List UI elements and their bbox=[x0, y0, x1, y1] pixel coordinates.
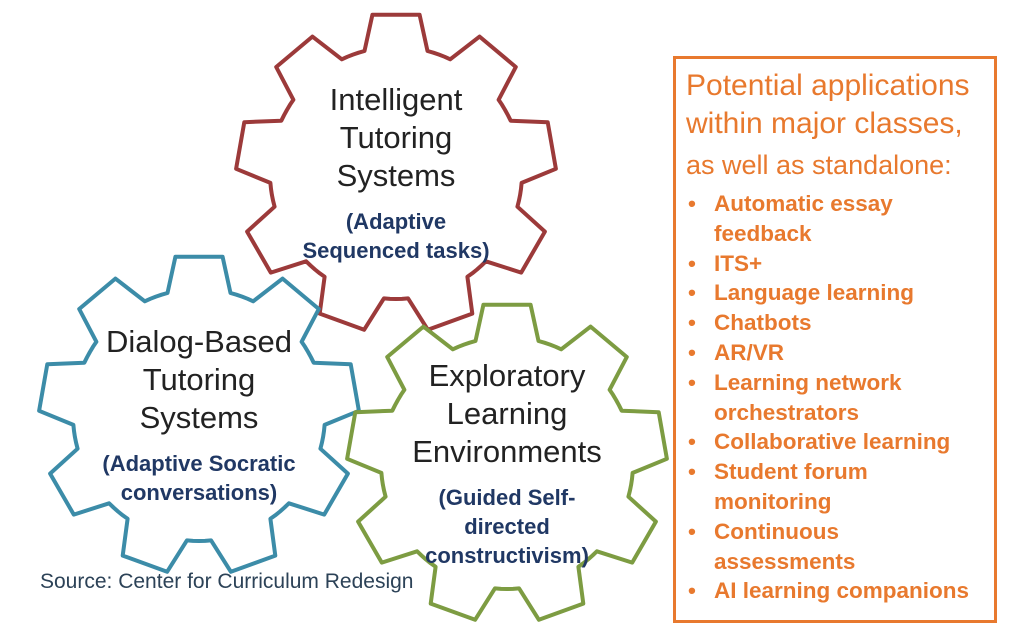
applications-list: Automatic essay feedback ITS+ Language l… bbox=[686, 189, 986, 606]
gear-outline-icon bbox=[37, 254, 361, 574]
list-item: Chatbots bbox=[686, 308, 986, 338]
panel-title-line: within major classes, bbox=[686, 107, 963, 140]
panel-title: Potential applications within major clas… bbox=[686, 67, 986, 143]
list-item: AR/VR bbox=[686, 338, 986, 368]
applications-panel: Potential applications within major clas… bbox=[673, 56, 997, 624]
list-item: AI learning companions bbox=[686, 576, 986, 606]
source-attribution: Source: Center for Curriculum Redesign bbox=[40, 570, 414, 593]
list-item: Learning network orchestrators bbox=[686, 368, 986, 428]
list-item: Student forum monitoring bbox=[686, 457, 986, 517]
gear-dialog-based-tutoring-systems: Dialog-Based Tutoring Systems (Adaptive … bbox=[29, 245, 369, 585]
panel-subtitle: as well as standalone: bbox=[686, 150, 952, 180]
list-item: Language learning bbox=[686, 278, 986, 308]
list-item: Collaborative learning bbox=[686, 427, 986, 457]
panel-title-line: Potential applications bbox=[686, 69, 970, 102]
list-item: Continuous assessments bbox=[686, 517, 986, 577]
list-item: ITS+ bbox=[686, 249, 986, 279]
list-item: Automatic essay feedback bbox=[686, 189, 986, 249]
gear-outline-icon bbox=[234, 12, 558, 332]
gear-outline-icon bbox=[345, 302, 669, 622]
